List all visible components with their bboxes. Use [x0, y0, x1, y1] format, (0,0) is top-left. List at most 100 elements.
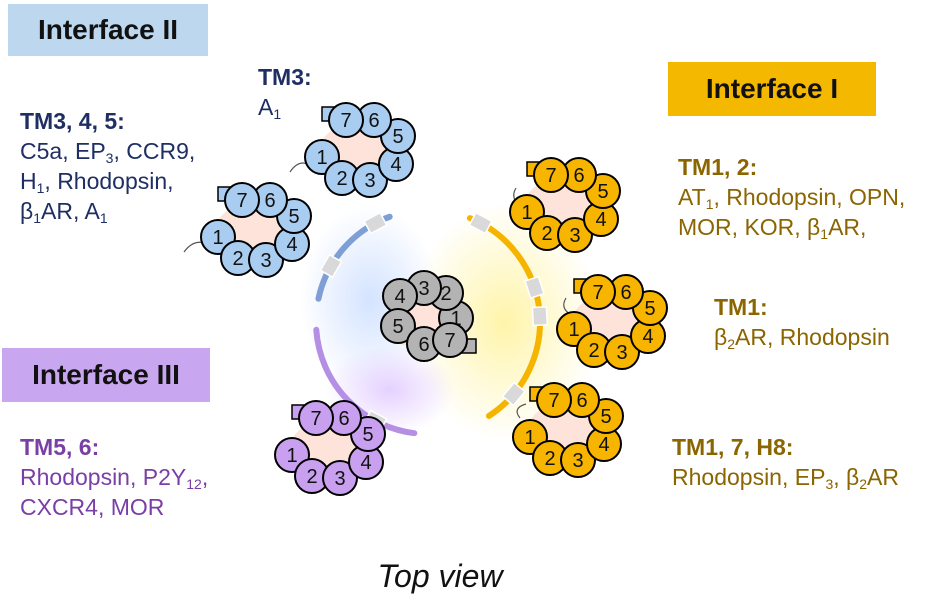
svg-text:4: 4 [286, 234, 297, 256]
interface-i-label: Interface I [668, 62, 876, 116]
helix-tm3: 3 [248, 242, 284, 278]
helix-tm2: 2 [324, 160, 360, 196]
svg-text:3: 3 [364, 170, 375, 192]
svg-text:6: 6 [338, 408, 349, 430]
svg-text:6: 6 [264, 190, 275, 212]
svg-text:5: 5 [392, 126, 403, 148]
connector-block [363, 211, 388, 235]
svg-text:5: 5 [597, 181, 608, 203]
helix-tm6: 6 [608, 274, 644, 310]
helix-tm4: 4 [382, 278, 418, 314]
svg-text:5: 5 [288, 206, 299, 228]
label-heading: TM1: [714, 294, 768, 320]
svg-text:2: 2 [336, 168, 347, 190]
interface-iii-receptor-list: TM5, 6: Rhodopsin, P2Y12,CXCR4, MOR [20, 432, 208, 522]
svg-text:1: 1 [521, 202, 532, 224]
svg-text:4: 4 [595, 209, 606, 231]
label-line: H1, Rhodopsin, [20, 168, 174, 196]
label-heading: TM1, 7, H8: [672, 434, 794, 460]
svg-text:1: 1 [286, 445, 297, 467]
svg-text:7: 7 [444, 330, 455, 352]
connector-block [531, 305, 549, 327]
svg-text:7: 7 [310, 408, 321, 430]
svg-text:7: 7 [340, 110, 351, 132]
interface-ii-receptor-list: TM3, 4, 5:C5a, EP3, CCR9,H1, Rhodopsin,β… [20, 106, 195, 226]
helix-tm6: 6 [252, 182, 288, 218]
svg-text:2: 2 [306, 466, 317, 488]
svg-text:4: 4 [642, 326, 653, 348]
svg-text:5: 5 [362, 424, 373, 446]
caption-top-view: Top view [377, 558, 503, 594]
tm1-receptor-list: TM1: β2AR, Rhodopsin [714, 292, 890, 352]
interface-arcs [313, 211, 549, 437]
svg-text:6: 6 [418, 334, 429, 356]
connector-block [319, 253, 343, 279]
svg-text:7: 7 [545, 165, 556, 187]
helix-tm2: 2 [529, 215, 565, 251]
helix-tm7: 7 [580, 274, 616, 310]
helix-tm7: 7 [298, 400, 334, 436]
svg-text:3: 3 [334, 468, 345, 490]
interface-iii-label: Interface III [2, 348, 210, 402]
loop-line [516, 403, 527, 419]
svg-text:7: 7 [592, 282, 603, 304]
svg-text:1: 1 [450, 308, 461, 330]
svg-text:2: 2 [544, 448, 555, 470]
label-line: MOR, KOR, β1AR, [678, 214, 867, 242]
svg-text:1: 1 [212, 227, 223, 249]
loop-line [289, 162, 309, 173]
helix-tm6: 6 [561, 157, 597, 193]
tm3-a1-label: TM3:A1 [258, 62, 312, 122]
connector-block [468, 211, 493, 235]
helix-tm4: 4 [274, 226, 310, 262]
svg-text:1: 1 [568, 319, 579, 341]
label-line: β2AR, Rhodopsin [714, 324, 890, 352]
svg-text:7: 7 [548, 390, 559, 412]
connector-block [501, 381, 527, 407]
label-line: A1 [258, 94, 282, 122]
svg-text:4: 4 [360, 452, 371, 474]
svg-text:6: 6 [368, 110, 379, 132]
connector-block [524, 275, 545, 300]
helix-tm3: 3 [557, 217, 593, 253]
svg-text:7: 7 [236, 190, 247, 212]
svg-text:6: 6 [576, 390, 587, 412]
label-line: AT1, Rhodopsin, OPN, [678, 184, 906, 212]
label-line: CXCR4, MOR [20, 494, 165, 520]
svg-text:5: 5 [392, 316, 403, 338]
svg-text:2: 2 [440, 283, 451, 305]
helix-tm3: 3 [560, 442, 596, 478]
svg-text:1: 1 [524, 427, 535, 449]
svg-text:2: 2 [232, 248, 243, 270]
helix-tm3: 3 [604, 334, 640, 370]
svg-text:5: 5 [600, 406, 611, 428]
svg-text:4: 4 [394, 286, 405, 308]
label-line: C5a, EP3, CCR9, [20, 138, 196, 166]
helix-tm7: 7 [536, 382, 572, 418]
svg-text:3: 3 [260, 250, 271, 272]
label-heading: TM5, 6: [20, 434, 100, 460]
helix-tm7: 7 [432, 322, 468, 358]
interface-ii-label: Interface II [8, 4, 208, 56]
tm1-2-receptor-list: TM1, 2: AT1, Rhodopsin, OPN,MOR, KOR, β1A… [678, 152, 905, 242]
label-heading: TM1, 2: [678, 154, 758, 180]
helix-tm2: 2 [220, 240, 256, 276]
helix-tm2: 2 [576, 332, 612, 368]
svg-text:4: 4 [390, 154, 401, 176]
label-heading: TM3, 4, 5: [20, 108, 125, 134]
svg-text:3: 3 [569, 225, 580, 247]
svg-text:3: 3 [572, 450, 583, 472]
tm1-7-h8-receptor-list: TM1, 7, H8:Rhodopsin, EP3, β2AR [672, 432, 899, 492]
helix-tm6: 6 [564, 382, 600, 418]
label-line: Rhodopsin, P2Y12, [20, 464, 209, 492]
helix-tm6: 6 [326, 400, 362, 436]
